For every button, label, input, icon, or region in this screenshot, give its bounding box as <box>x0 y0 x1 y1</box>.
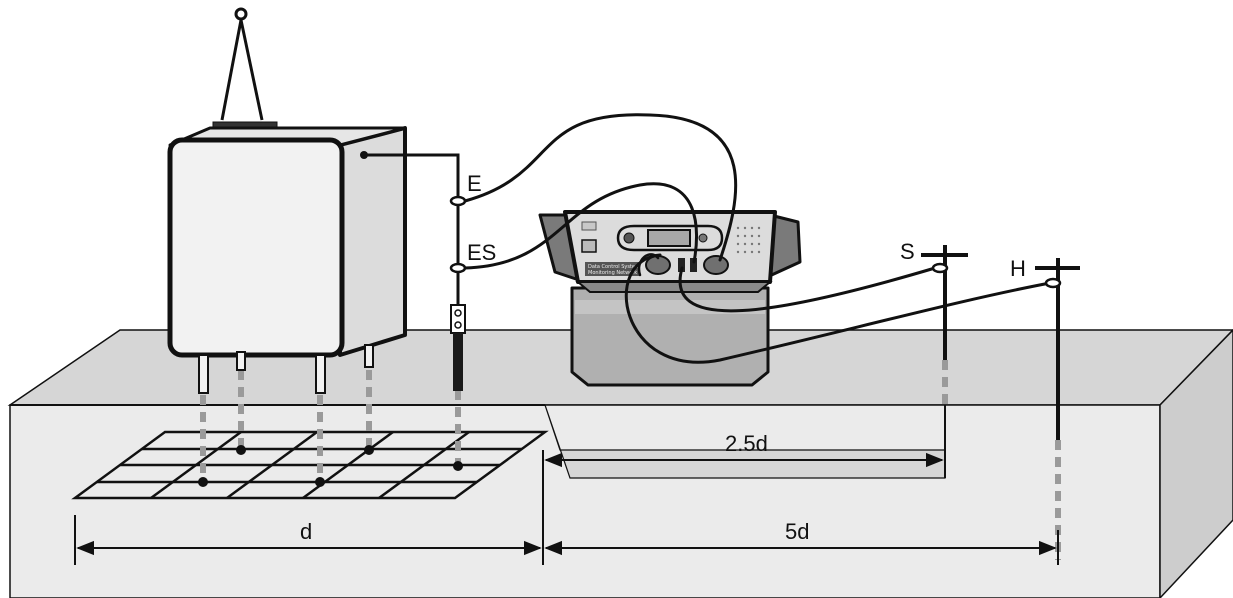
lifting-eye <box>220 7 264 121</box>
label-dim-d: d <box>300 519 312 544</box>
disconnect-link <box>450 304 466 334</box>
instrument-keypad <box>616 224 724 252</box>
ground-rod <box>453 333 463 391</box>
ground-side-face <box>1159 328 1233 598</box>
lead-e <box>463 113 738 262</box>
earth-electrode-lead <box>364 153 467 334</box>
knob-right <box>703 255 729 275</box>
clamp-es <box>449 262 467 274</box>
lead-s <box>678 266 937 313</box>
panel-text-1: Data Control Systems <box>588 264 643 270</box>
probe-s <box>921 245 968 360</box>
grid-junctions <box>198 445 463 487</box>
label-e: E <box>467 171 482 196</box>
buried-rods <box>200 360 1061 560</box>
clamp-e <box>449 195 467 207</box>
earth-tester-instrument: Data Control Systems Monitoring Network <box>538 210 802 387</box>
instrument-display <box>647 229 691 247</box>
label-dim-2-5d: 2.5d <box>725 431 768 456</box>
ground-front-face <box>9 404 1161 598</box>
label-es: ES <box>467 240 496 265</box>
transformer-cabinet <box>167 7 407 394</box>
dimension-lines <box>74 405 1059 565</box>
test-leads <box>463 113 1052 364</box>
lead-es <box>463 182 699 270</box>
label-h: H <box>1010 256 1026 281</box>
label-dim-5d: 5d <box>785 519 809 544</box>
probe-h <box>1035 258 1080 440</box>
label-s: S <box>900 239 915 264</box>
lead-h <box>624 253 1052 364</box>
panel-text-2: Monitoring Network <box>588 270 637 276</box>
